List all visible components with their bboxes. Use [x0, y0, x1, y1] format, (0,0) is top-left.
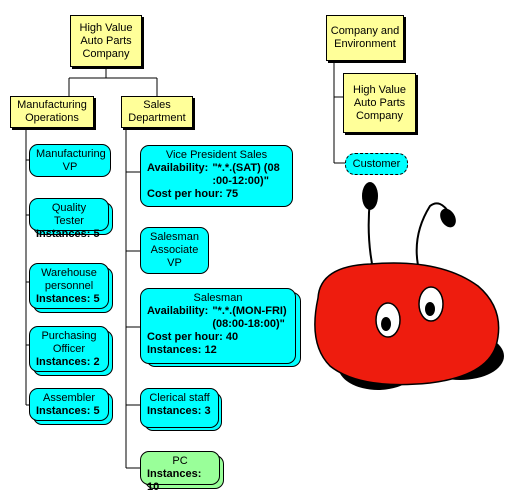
instances-value: 12	[204, 344, 217, 356]
company-environment-node[interactable]: Company and Environment	[326, 15, 404, 61]
pupil-left	[381, 317, 391, 331]
clerical-staff-node[interactable]: Clerical staff Instances: 3	[140, 388, 219, 428]
instances-value: 2	[93, 356, 100, 368]
instances-label: Instances:	[36, 228, 91, 240]
bug-body	[314, 262, 500, 386]
quality-tester-label: Quality Tester	[51, 202, 87, 227]
customer-node[interactable]: Customer	[345, 153, 408, 175]
availability-label: Availability:	[147, 162, 209, 174]
assembler-label: Assembler	[43, 392, 95, 404]
instances-label: Instances:	[36, 293, 91, 305]
salesman-node[interactable]: Salesman Availability: "*.*.(MON-FRI) (0…	[140, 288, 296, 364]
availability-value: "*.*.(MON-FRI) (08:00-18:00)"	[212, 305, 287, 330]
availability-value: "*.*.(SAT) (08 :00-12:00)"	[212, 162, 280, 187]
salesman-associate-vp-label: Salesman Associate VP	[150, 231, 199, 269]
manufacturing-operations-label: Manufacturing Operations	[17, 99, 87, 124]
purchasing-officer-instances: Instances: 2	[36, 356, 102, 369]
pc-label: PC	[172, 455, 188, 467]
antenna-right-tip	[440, 208, 456, 228]
salesman-label: Salesman	[193, 292, 243, 304]
purchasing-officer-node[interactable]: Purchasing Officer Instances: 2	[29, 326, 109, 372]
assembler-node[interactable]: Assembler Instances: 5	[29, 388, 109, 421]
pupil-right	[425, 302, 435, 316]
warehouse-personnel-instances: Instances: 5	[36, 293, 102, 306]
instances-value: 3	[204, 405, 211, 417]
sales-department-label: Sales Department	[128, 99, 186, 124]
company-environment-label: Company and Environment	[330, 25, 400, 50]
instances-value: 5	[93, 405, 100, 417]
root-company-node[interactable]: High Value Auto Parts Company	[70, 15, 142, 67]
quality-tester-instances: Instances: 5	[36, 228, 102, 241]
salesman-associate-vp-node[interactable]: Salesman Associate VP	[140, 227, 209, 274]
instances-label: Instances:	[147, 468, 202, 480]
salesman-instances: Instances: 12	[147, 344, 289, 357]
vp-sales-node[interactable]: Vice President Sales Availability: "*.*.…	[140, 145, 293, 207]
manufacturing-vp-node[interactable]: Manufacturing VP	[29, 144, 111, 177]
clerical-staff-label: Clerical staff	[149, 392, 210, 404]
cost-label: Cost per hour:	[147, 188, 223, 200]
right-company-node[interactable]: High Value Auto Parts Company	[343, 73, 416, 133]
instances-label: Instances:	[36, 405, 91, 417]
cost-value: 40	[225, 331, 239, 343]
purchasing-officer-label: Purchasing Officer	[41, 330, 97, 355]
vp-sales-label: Vice President Sales	[165, 149, 268, 161]
right-company-label: High Value Auto Parts Company	[353, 83, 406, 122]
instances-value: 10	[147, 481, 160, 493]
manufacturing-operations-node[interactable]: Manufacturing Operations	[10, 96, 94, 128]
warehouse-personnel-node[interactable]: Warehouse personnel Instances: 5	[29, 263, 109, 309]
pc-node[interactable]: PC Instances: 10	[140, 451, 220, 493]
antenna-right	[415, 202, 451, 275]
instances-value: 5	[93, 228, 100, 240]
cost-value: 75	[225, 188, 239, 200]
antenna-left	[367, 199, 375, 275]
customer-label: Customer	[352, 158, 401, 170]
pc-instances: Instances: 10	[147, 468, 213, 494]
ladybug-mascot	[314, 182, 504, 390]
availability-label: Availability:	[147, 305, 209, 317]
manufacturing-vp-label: Manufacturing VP	[36, 148, 106, 173]
vp-sales-availability: Availability: "*.*.(SAT) (08 :00-12:00)"	[147, 162, 286, 188]
vp-sales-cost: Cost per hour: 75	[147, 188, 286, 201]
cost-label: Cost per hour:	[147, 331, 223, 343]
instances-label: Instances:	[147, 405, 202, 417]
assembler-instances: Instances: 5	[36, 405, 102, 418]
salesman-availability: Availability: "*.*.(MON-FRI) (08:00-18:0…	[147, 305, 289, 331]
quality-tester-node[interactable]: Quality Tester Instances: 5	[29, 198, 109, 240]
salesman-cost: Cost per hour: 40	[147, 331, 289, 344]
instances-value: 5	[93, 293, 100, 305]
root-company-label: High Value Auto Parts Company	[79, 21, 133, 60]
instances-label: Instances:	[36, 356, 91, 368]
clerical-staff-instances: Instances: 3	[147, 405, 212, 418]
instances-label: Instances:	[147, 344, 202, 356]
sales-department-node[interactable]: Sales Department	[121, 96, 193, 128]
warehouse-personnel-label: Warehouse personnel	[41, 267, 97, 292]
antenna-left-tip	[362, 182, 378, 210]
